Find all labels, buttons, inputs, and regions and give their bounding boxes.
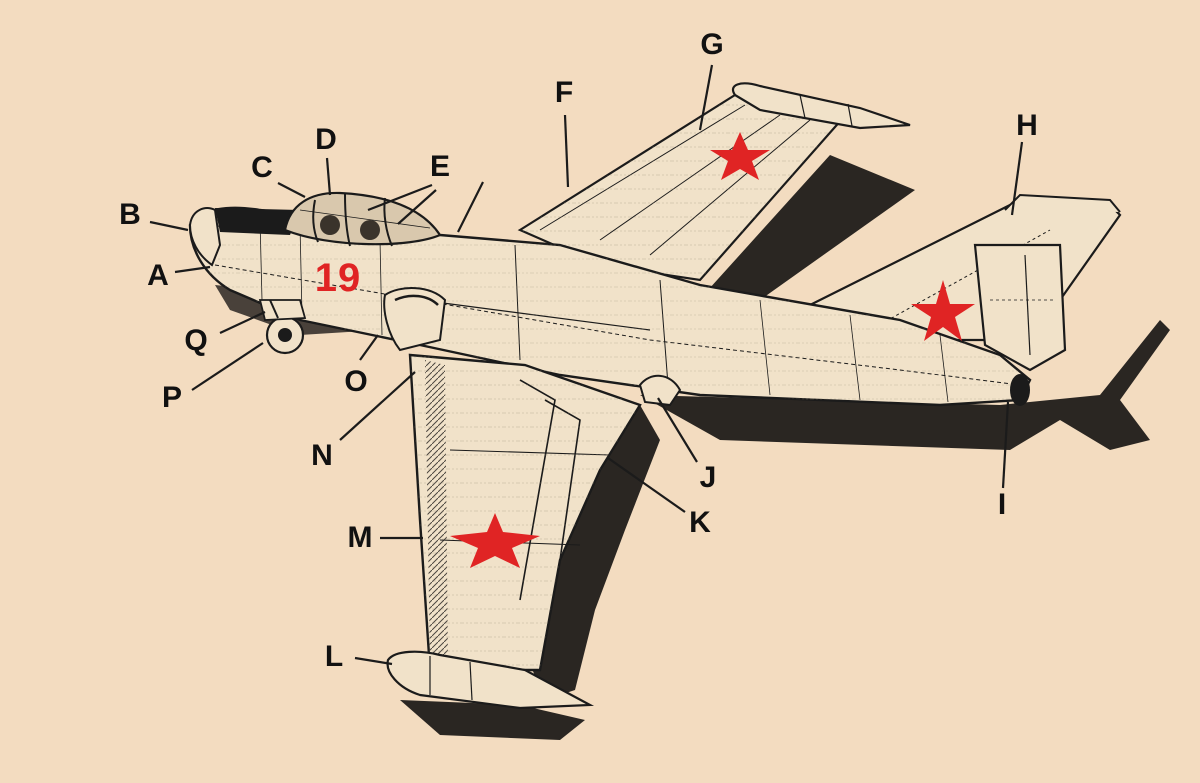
callout-label-l: L — [324, 640, 344, 673]
leader-l — [354, 656, 393, 666]
right-tiptank — [732, 82, 911, 130]
nose-cone — [188, 207, 300, 267]
left-wing — [408, 353, 642, 672]
shadow-left-wing — [520, 405, 660, 700]
leader-f — [563, 114, 570, 188]
callout-label-i: I — [997, 488, 1007, 521]
leader-b — [149, 220, 189, 232]
leader-e2 — [397, 189, 437, 225]
red-star-tail — [911, 280, 975, 341]
shadow-tiptank — [400, 700, 585, 740]
jet-exhaust — [1010, 374, 1030, 406]
air-intake — [383, 287, 447, 352]
shadow-fuselage — [640, 320, 1170, 450]
leader-h — [1010, 141, 1024, 216]
red-star-left-wing — [450, 513, 540, 568]
right-wing — [517, 93, 853, 282]
vertical-fin — [973, 243, 1067, 372]
leader-canopy-hinge — [457, 181, 484, 233]
leader-a — [174, 265, 211, 274]
callout-label-h: H — [1016, 109, 1038, 142]
callout-label-n: N — [311, 439, 333, 472]
leader-p — [191, 342, 264, 391]
callout-label-k: K — [689, 506, 711, 539]
callout-label-j: J — [699, 461, 717, 494]
callout-label-o: O — [344, 365, 368, 398]
leader-o — [359, 334, 379, 361]
leader-i — [1001, 401, 1010, 489]
callout-label-f: F — [554, 76, 574, 109]
leader-d — [325, 157, 332, 196]
leader-g — [698, 64, 714, 131]
canopy — [283, 191, 442, 247]
leader-n — [339, 371, 416, 441]
callout-label-d: D — [315, 123, 337, 156]
callout-label-c: C — [251, 151, 273, 184]
leader-j — [657, 397, 698, 463]
callout-label-q: Q — [184, 324, 208, 357]
left-tiptank — [386, 650, 595, 710]
leader-k — [607, 457, 686, 513]
leader-q — [219, 311, 266, 334]
callout-label-m: M — [347, 521, 373, 554]
callout-label-a: A — [147, 259, 169, 292]
callout-label-e: E — [429, 150, 451, 183]
nose-landing-gear — [258, 299, 307, 355]
wing-fence — [638, 374, 682, 407]
leader-lines — [149, 64, 1024, 666]
aircraft-side-number: 19 — [314, 256, 362, 300]
red-star-right-wing — [710, 132, 770, 180]
callout-label-b: B — [119, 198, 141, 231]
callout-label-p: P — [161, 381, 183, 414]
callout-label-g: G — [700, 28, 724, 61]
leader-e1 — [367, 183, 433, 212]
leader-c — [277, 182, 306, 198]
